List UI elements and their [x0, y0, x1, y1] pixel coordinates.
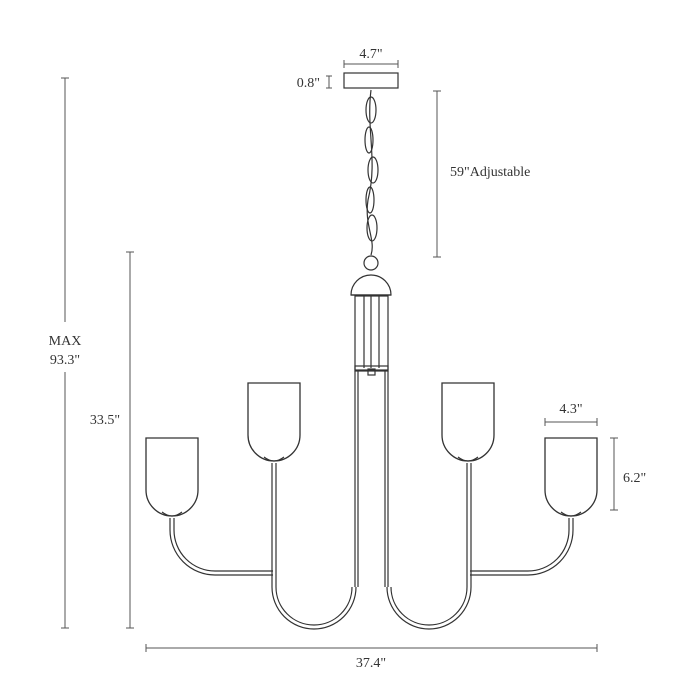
shade-inner-right	[441, 382, 495, 462]
canopy-width-dimension: 4.7"	[343, 47, 399, 68]
max-height-label: MAX	[49, 334, 82, 349]
shade-width-label: 4.3"	[559, 402, 582, 417]
max-height-dimension: MAX 93.3"	[49, 77, 82, 629]
shade-outer-left	[145, 437, 199, 517]
chain-length-label: 59"Adjustable	[450, 165, 530, 180]
shade-height-label: 6.2"	[623, 471, 646, 486]
canopy-height-label: 0.8"	[297, 76, 320, 91]
chain	[363, 89, 379, 271]
body-height-dimension: 33.5"	[90, 251, 134, 629]
max-height-value: 93.3"	[50, 353, 80, 368]
body-height-label: 33.5"	[90, 413, 120, 428]
overall-width-dimension: 37.4"	[145, 644, 598, 671]
shade-outer-right	[544, 437, 598, 517]
center-column	[350, 274, 392, 587]
canopy	[343, 72, 399, 89]
chain-length-dimension: 59"Adjustable	[433, 90, 530, 258]
shade-width-dimension: 4.3"	[544, 402, 598, 426]
shade-inner-left	[247, 382, 301, 462]
shade-height-dimension: 6.2"	[610, 437, 646, 511]
canopy-width-label: 4.7"	[359, 47, 382, 62]
canopy-height-dimension: 0.8"	[297, 75, 332, 91]
arms	[169, 463, 574, 630]
overall-width-label: 37.4"	[356, 656, 386, 671]
